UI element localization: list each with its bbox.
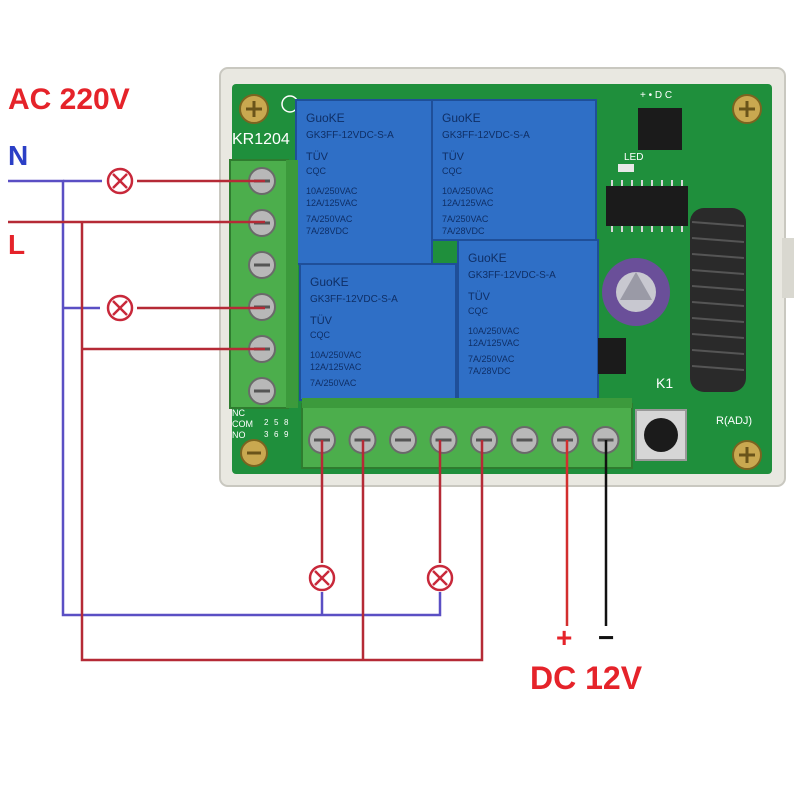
side-terminal-screws (248, 167, 276, 405)
relay-rating: 7A/250VAC (468, 354, 515, 364)
relay-group: GuoKE GK3FF-12VDC-S-A TÜV CQC 10A/250VAC 12A/… (295, 99, 599, 403)
live-label: L (8, 229, 26, 260)
terminal-screw (429, 426, 458, 454)
terminal-number: 5 (274, 418, 279, 427)
relay-rating: 10A/250VAC (306, 186, 358, 196)
relay-tuv: TÜV (468, 291, 491, 303)
side-terminal-rail (286, 160, 298, 408)
relay-rating: 7A/250VAC (306, 214, 353, 224)
relay-model: GK3FF-12VDC-S-A (306, 130, 394, 141)
button-label: K1 (656, 375, 673, 391)
diode (598, 338, 626, 374)
terminal-screw (248, 251, 276, 279)
relay-rating: 7A/250VAC (442, 214, 489, 224)
relay: GuoKE GK3FF-12VDC-S-A TÜV CQC 10A/250VAC 12A/… (431, 99, 597, 241)
terminal-side-label-com: COM (232, 419, 253, 429)
relay: GuoKE GK3FF-12VDC-S-A TÜV CQC 10A/250VAC 12A/… (295, 99, 433, 265)
terminal-number: 9 (284, 430, 289, 439)
relay-cqc: CQC (468, 306, 489, 316)
terminal-number: 6 (274, 430, 279, 439)
relay-rating: 10A/250VAC (442, 186, 494, 196)
relay-rating: 7A/28VDC (306, 226, 349, 236)
lamp-symbol (106, 294, 134, 322)
side-terminal-block (229, 159, 289, 409)
relay-model: GK3FF-12VDC-S-A (468, 270, 556, 281)
relay: GuoKE GK3FF-12VDC-S-A TÜV CQC 10A/250VAC 12A/… (299, 263, 457, 401)
ac-voltage-label: AC 220V (8, 83, 130, 116)
terminal-number: 2 (264, 418, 269, 427)
relay-model: GK3FF-12VDC-S-A (442, 130, 530, 141)
ic-pins (611, 180, 683, 232)
capacitor (602, 258, 670, 326)
relay-rating: 7A/28VDC (442, 226, 485, 236)
live-wires (8, 179, 484, 662)
lamp-symbol (426, 564, 454, 592)
terminal-number: 8 (284, 418, 289, 427)
board-model-label: KR1204 (232, 131, 290, 148)
relay-rating: 10A/250VAC (310, 350, 362, 360)
terminal-screw (470, 426, 498, 454)
relay-cqc: CQC (306, 166, 327, 176)
mounting-screw (240, 439, 268, 467)
learn-button (644, 418, 678, 452)
terminal-screw (248, 377, 276, 405)
relay-rating: 12A/125VAC (442, 198, 494, 208)
ic-decoder (606, 186, 688, 226)
bottom-terminal-rail (302, 398, 632, 408)
lamp-symbol (308, 564, 336, 592)
relay-rating: 7A/250VAC (310, 378, 357, 388)
relay-model: GK3FF-12VDC-S-A (310, 294, 398, 305)
terminal-number: 3 (264, 430, 269, 439)
mounting-screw (732, 94, 762, 124)
relay-tuv: TÜV (306, 151, 329, 163)
neutral-wires (8, 179, 442, 617)
relay-tuv: TÜV (310, 315, 333, 327)
relay-cqc: CQC (310, 330, 331, 340)
terminal-side-label-nc: NC (232, 408, 245, 418)
mounting-screw (239, 94, 269, 124)
dc-plus-label: + (556, 622, 573, 653)
relay-brand: GuoKE (306, 111, 345, 125)
lamp-symbol (106, 167, 134, 195)
antenna-coil (690, 208, 746, 392)
adj-label: R(ADJ) (716, 415, 752, 427)
lamp-group (106, 167, 454, 592)
relay-rating: 12A/125VAC (310, 362, 362, 372)
relay-brand: GuoKE (442, 111, 481, 125)
relay-rating: 12A/125VAC (468, 338, 520, 348)
led-label: LED (624, 152, 643, 163)
mounting-screw (732, 440, 762, 470)
case-side-tab (782, 238, 794, 298)
relay-brand: GuoKE (310, 275, 349, 289)
dc-minus-label: − (598, 622, 615, 653)
ic-chip (638, 108, 682, 150)
relay: GuoKE GK3FF-12VDC-S-A TÜV CQC 10A/250VAC 12A/… (457, 239, 599, 403)
relay-rating: 12A/125VAC (306, 198, 358, 208)
relay-rating: 7A/28VDC (468, 366, 511, 376)
led (618, 164, 634, 172)
relay-rating: 10A/250VAC (468, 326, 520, 336)
corner-marks: + • D C (640, 90, 672, 101)
relay-cqc: CQC (442, 166, 463, 176)
relay-brand: GuoKE (468, 251, 507, 265)
terminal-screw (510, 426, 539, 454)
terminal-screw (551, 426, 579, 454)
terminal-screw (389, 426, 417, 454)
dc-voltage-label: DC 12V (530, 660, 643, 696)
neutral-label: N (8, 140, 29, 171)
terminal-side-label-no: NO (232, 430, 246, 440)
relay-tuv: TÜV (442, 151, 465, 163)
